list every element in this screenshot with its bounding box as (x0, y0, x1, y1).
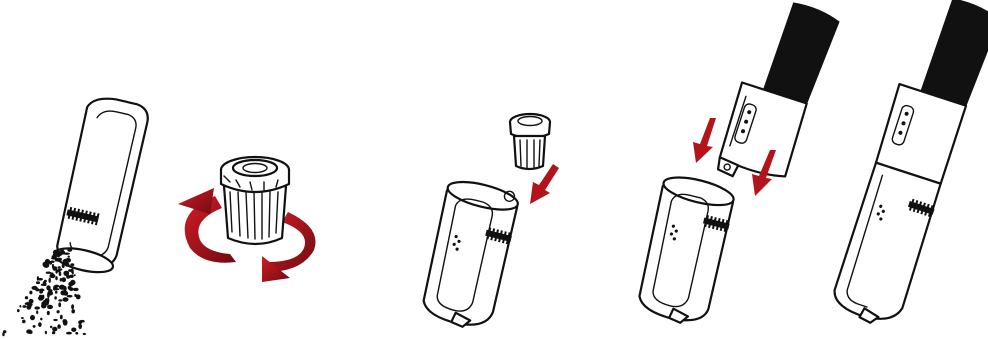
debris-particle (66, 332, 72, 335)
debris-particle (49, 274, 55, 278)
dust-container-icon (416, 176, 522, 333)
debris-particle (71, 328, 76, 332)
debris-particle (17, 309, 20, 312)
debris-particle (29, 291, 32, 295)
debris-particle (57, 324, 61, 329)
debris-particle (67, 295, 73, 298)
debris-particle (69, 288, 73, 290)
motor-handle-icon (714, 0, 842, 193)
debris-particle (68, 256, 70, 258)
debris-particle (27, 302, 33, 306)
debris-particle (47, 305, 53, 309)
debris-particle (66, 275, 70, 279)
debris-particle (62, 277, 66, 282)
debris-particle (61, 286, 66, 288)
debris-particle (25, 296, 28, 299)
filter-icon (510, 114, 550, 169)
debris-particle (38, 322, 42, 327)
debris-particle (58, 266, 61, 268)
debris-particle (38, 278, 43, 281)
debris-particle (49, 261, 52, 265)
debris-particle (78, 320, 82, 324)
debris-particle (71, 309, 75, 313)
debris-particle (56, 258, 61, 260)
debris-particle (58, 299, 62, 301)
debris-particle (54, 296, 57, 299)
debris-particle (35, 288, 39, 291)
debris-particle (22, 305, 26, 308)
debris-particle (62, 264, 65, 269)
debris-particle (73, 288, 79, 291)
debris-particle (58, 302, 61, 307)
debris-particle (68, 282, 73, 287)
debris-particle (52, 331, 55, 334)
debris-particle (71, 268, 74, 273)
debris-particle (22, 320, 26, 324)
step-2-twist-filter (178, 157, 316, 282)
debris-particle (46, 272, 51, 274)
step-5-assembled-vacuum (826, 0, 988, 332)
debris-particle (55, 291, 58, 294)
debris-particle (63, 253, 69, 255)
debris-particle (53, 319, 57, 321)
debris-particle (21, 317, 24, 319)
debris-particle (56, 250, 59, 253)
debris-particle (49, 289, 53, 292)
debris-particle (51, 257, 57, 259)
debris-particle (42, 303, 48, 305)
debris-particle (34, 306, 40, 309)
debris-particle (33, 325, 36, 328)
debris-particle (52, 264, 54, 268)
debris-particle (39, 289, 44, 292)
dust-container-icon (51, 93, 151, 276)
debris-particle (55, 286, 57, 291)
debris-particle (45, 331, 47, 334)
debris-particle (55, 276, 57, 280)
filter-icon (221, 157, 289, 244)
debris-particle (60, 315, 63, 320)
step-4-attach-handle (632, 0, 842, 329)
debris-particle (47, 311, 50, 315)
debris-particle (71, 304, 74, 309)
debris-particle (65, 263, 70, 267)
debris-particle (36, 310, 38, 314)
debris-particle (70, 263, 74, 266)
debris-particle (63, 297, 69, 302)
debris-particle (57, 310, 60, 313)
debris-particle (65, 258, 71, 263)
debris-particle (40, 318, 42, 321)
debris-particle (78, 324, 82, 329)
dust-container-icon (632, 172, 738, 329)
debris-particle (36, 281, 40, 284)
debris-particle (50, 326, 52, 329)
debris-particle (75, 332, 78, 335)
debris-particle (49, 278, 51, 283)
debris-particle (64, 291, 69, 296)
debris-particle (26, 329, 32, 333)
debris-particle (63, 320, 68, 324)
debris-particle (74, 294, 76, 297)
debris-particle (83, 333, 86, 335)
debris-particle (2, 332, 4, 336)
debris-particle (44, 280, 47, 283)
step-3-insert-filter (416, 114, 559, 333)
down-arrow-icon (530, 164, 559, 204)
debris-particle (56, 270, 58, 272)
debris-particle (67, 249, 72, 252)
debris-particle (38, 296, 44, 301)
debris-particle (74, 274, 76, 276)
debris-particle (19, 305, 21, 308)
step-1-empty-dust-bin (2, 93, 150, 336)
handheld-vacuum-icon (826, 0, 988, 332)
debris-particle (30, 315, 35, 320)
debris-particle (58, 268, 63, 270)
debris-particle (52, 327, 57, 332)
